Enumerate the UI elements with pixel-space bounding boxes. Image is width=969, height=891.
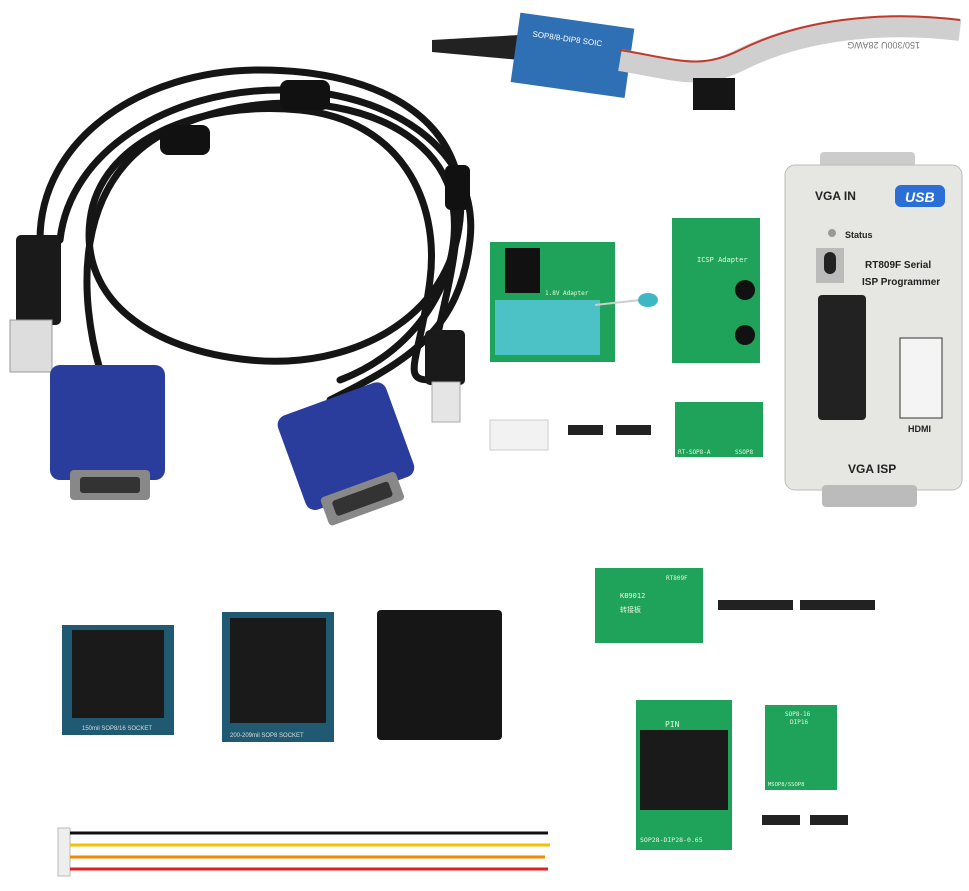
rt809f-programmer: VGA IN USB Status RT809F Serial ISP Prog…	[784, 152, 963, 507]
usb-logo-text: USB	[905, 189, 935, 205]
adapter-1v8: 1.8V Adapter	[490, 242, 658, 362]
dip16-label: DIP16	[790, 719, 808, 726]
pin-header	[718, 600, 793, 610]
icsp-adapter: ICSP Adapter	[672, 218, 760, 363]
rt809-label: RT809F	[666, 575, 688, 582]
usb-a-plug	[9, 235, 61, 373]
kb9012-label: KB9012	[620, 592, 645, 600]
sop816-adapter: SOP8-16 DIP16 MSOP8/SSOP8	[765, 705, 837, 790]
ferrite-bead	[160, 125, 210, 155]
socket-150-label: 150mil SOP8/16 SOCKET	[82, 726, 152, 732]
rt-sop8-label: RT-SOP8-A	[678, 449, 711, 456]
vga-connector-right	[277, 382, 415, 526]
hdmi-label: HDMI	[908, 424, 931, 434]
ferrite-bead	[280, 80, 330, 110]
socket-200-label: 200-209mil SOP8 SOCKET	[230, 733, 304, 739]
vga-connector-left	[50, 365, 165, 500]
model-line1: RT809F Serial	[865, 260, 931, 271]
socket-200mil: 200-209mil SOP8 SOCKET	[222, 612, 334, 742]
pin-label: PIN	[665, 720, 680, 729]
soic-test-clip: SOP8/8-DIP8 SOIC 150/300U 28AWG	[432, 12, 962, 110]
pin-header	[762, 815, 800, 825]
sop28-label: SOP28-DIP28-0.65	[640, 836, 703, 844]
idc-connector	[693, 78, 735, 110]
vga-isp-label: VGA ISP	[848, 462, 896, 476]
icsp-label: ICSP Adapter	[697, 256, 748, 264]
pin-header	[800, 600, 875, 610]
white-connector	[489, 419, 549, 451]
status-label: Status	[845, 230, 873, 240]
kb9012-adapter: KB9012 转接板 RT809F	[595, 568, 703, 643]
pin-header	[616, 425, 651, 435]
usb-logo	[895, 185, 945, 207]
ribbon-label: 150/300U 28AWG	[847, 40, 920, 50]
status-led	[828, 229, 836, 237]
sop-socket-wide	[377, 610, 502, 740]
pin-header	[568, 425, 603, 435]
zif-lever	[824, 252, 836, 274]
rt-sop8-adapter: RT-SOP8-A SSOP8	[675, 402, 763, 457]
model-line2: ISP Programmer	[862, 277, 940, 288]
sop28-dip28-adapter: PIN SOP28-DIP28-0.65	[636, 700, 732, 850]
socket-150mil: 150mil SOP8/16 SOCKET	[62, 625, 174, 735]
pin-header	[810, 815, 848, 825]
vga-in-label: VGA IN	[815, 189, 856, 203]
zif-socket	[818, 295, 866, 420]
kb9012-sub-label: 转接板	[620, 605, 641, 614]
adapter-1v8-label: 1.8V Adapter	[545, 290, 589, 297]
usb-b-plug	[425, 330, 465, 423]
hdmi-diagram	[899, 337, 943, 419]
jumper-wires	[57, 827, 550, 877]
ferrite-bead	[445, 165, 470, 210]
usb-vga-cables	[36, 66, 475, 404]
sop816-label: SOP8-16	[785, 711, 811, 718]
ssop8-label: SSOP8	[735, 449, 753, 456]
msop8-label: MSOP8/SSOP8	[768, 782, 804, 788]
